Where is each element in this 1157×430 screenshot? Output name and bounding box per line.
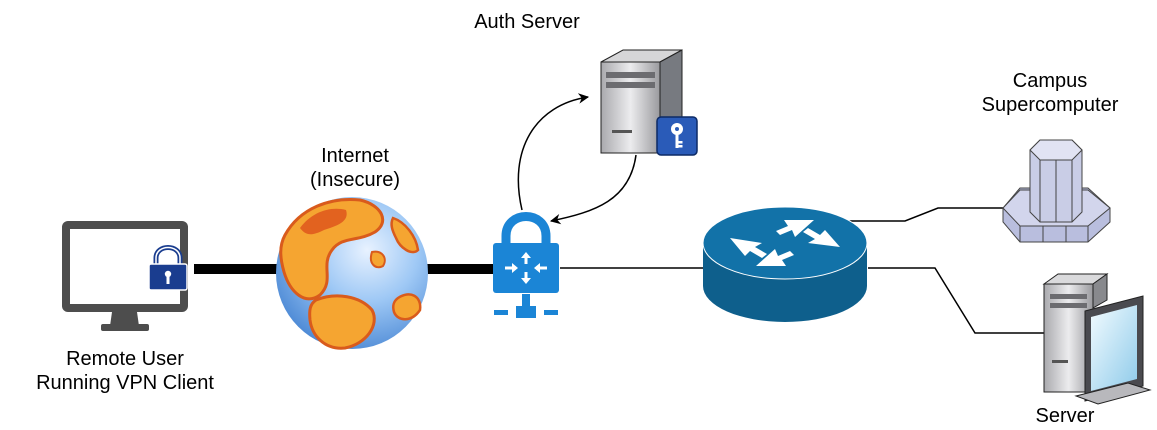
- supercomputer-icon: [1002, 139, 1111, 243]
- router-to-supercomputer-link: [848, 207, 1003, 222]
- router-to-server-link: [868, 267, 1044, 334]
- connections: [517, 93, 1044, 334]
- router-icon: [702, 206, 868, 322]
- internet-label: Internet (Insecure): [280, 144, 430, 192]
- lock-icon: [148, 245, 188, 291]
- internet-label-line1: Internet: [321, 145, 389, 167]
- remote-label-line2: Running VPN Client: [36, 372, 214, 394]
- vpn-gateway-icon: [493, 212, 559, 318]
- campus-label-line1: Campus: [1012, 70, 1088, 92]
- workstation-icon: [1042, 273, 1152, 405]
- auth-server-label: Auth Server: [474, 11, 580, 33]
- remote-user-label: Remote User Running VPN Client: [25, 347, 225, 395]
- auth-to-vpn-arrow: [549, 154, 637, 225]
- campus-label-line2: Supercomputer: [981, 94, 1119, 116]
- key-icon: [656, 116, 698, 156]
- campus-supercomputer-label: Campus Supercomputer: [965, 69, 1135, 117]
- vpn-to-auth-arrow: [517, 93, 590, 211]
- server-label: Server: [1035, 405, 1095, 427]
- internet-label-line2: (Insecure): [309, 169, 401, 191]
- server-tower-icon: [600, 49, 683, 154]
- remote-label-line1: Remote User: [66, 348, 184, 370]
- globe-icon: [276, 197, 428, 350]
